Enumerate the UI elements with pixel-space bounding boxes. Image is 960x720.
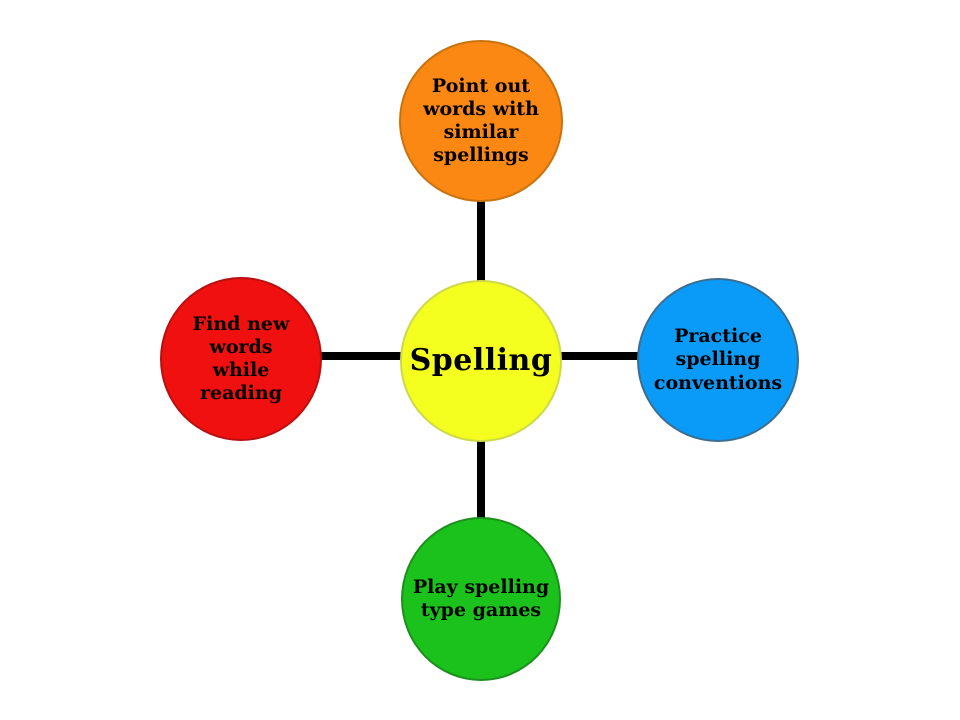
connector-top <box>477 200 485 282</box>
connector-right <box>560 352 640 360</box>
node-center-spelling-label: Spelling <box>409 343 553 378</box>
node-find-new-words: Find new words while reading <box>160 277 322 441</box>
node-practice-conventions: Practice spelling conventions <box>637 278 799 442</box>
connector-left <box>320 352 404 360</box>
node-center-spelling: Spelling <box>400 280 562 442</box>
node-play-games-label: Play spelling type games <box>412 575 550 621</box>
connector-bottom <box>477 440 485 520</box>
node-point-out-words: Point out words with similar spellings <box>399 40 563 202</box>
node-play-games: Play spelling type games <box>401 517 561 681</box>
node-point-out-words-label: Point out words with similar spellings <box>423 74 539 167</box>
node-practice-conventions-label: Practice spelling conventions <box>653 325 783 394</box>
node-find-new-words-label: Find new words while reading <box>192 312 290 405</box>
